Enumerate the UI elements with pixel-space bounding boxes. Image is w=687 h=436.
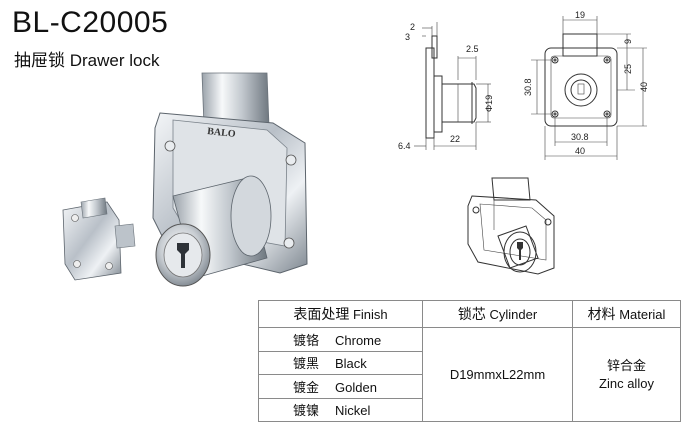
material-en: Zinc alloy [599,375,654,391]
finish-black: 镀黑 Black [258,350,423,375]
dim-front-9: 9 [623,39,633,44]
side-view-drawing: 2 3 2.5 Φ19 6.4 22 [398,22,494,151]
finish-cn: 镀金 [293,379,320,395]
header-finish-cn: 表面处理 [293,306,350,322]
finish-en: Chrome [335,332,382,348]
product-subtitle: 抽屉锁 Drawer lock [14,51,160,70]
table-row: 镀黑 Black [258,350,681,375]
header-cylinder: 锁芯 Cylinder [422,300,573,328]
header-cylinder-cn: 锁芯 [457,306,486,322]
product-photo: BALO [62,72,308,287]
dim-side-22: 22 [450,134,460,144]
dim-side-phi19: Φ19 [484,95,494,112]
header-material-cn: 材料 [587,306,616,322]
table-row: 镀金 Golden [258,374,681,399]
table-row: 镀镍 Nickel [258,397,681,422]
finish-cn: 镀黑 [293,356,320,372]
dim-side-2: 2 [410,22,415,32]
header-material: 材料 Material [572,300,681,328]
dim-front-40-bottom: 40 [575,146,585,156]
spec-table: 表面处理 Finish 锁芯 Cylinder 材料 Material 镀铬 Ch… [258,300,681,422]
dim-front-30-8-bottom: 30.8 [571,132,589,142]
table-row: 镀铬 Chrome D19mmxL22mm 锌合金 Zinc alloy [258,327,681,422]
finish-en: Nickel [335,403,371,419]
finish-nickel: 镀镍 Nickel [258,397,423,422]
dim-front-40-vertical: 40 [639,82,649,92]
dim-front-19: 19 [575,10,585,20]
cylinder-size: D19mmxL22mm [422,327,573,422]
finish-golden: 镀金 Golden [258,374,423,399]
dim-side-2-5: 2.5 [466,44,479,54]
material-cn: 锌合金 [606,357,646,373]
header-material-en: Material [619,307,666,322]
dim-front-30-8-left: 30.8 [523,78,533,96]
dim-front-25: 25 [623,64,633,74]
header-finish-en: Finish [352,307,388,322]
brand-mark: BALO [207,126,237,140]
perspective-drawing [467,177,555,275]
finish-chrome: 镀铬 Chrome [258,327,423,352]
finish-en: Golden [335,379,377,395]
dim-side-3: 3 [405,32,410,42]
finish-cn: 镀镍 [293,403,320,419]
material-cell: 锌合金 Zinc alloy [572,327,681,422]
dim-side-6-4: 6.4 [398,141,411,151]
product-model: BL-C20005 [12,6,169,39]
header-finish: 表面处理 Finish [258,300,423,328]
spec-table-header: 表面处理 Finish 锁芯 Cylinder 材料 Material [258,300,681,328]
header-cylinder-en: Cylinder [489,307,538,322]
finish-cn: 镀铬 [293,332,320,348]
finish-en: Black [335,356,367,372]
front-view-drawing: 19 9 25 40 30.8 30.8 40 [523,10,649,160]
